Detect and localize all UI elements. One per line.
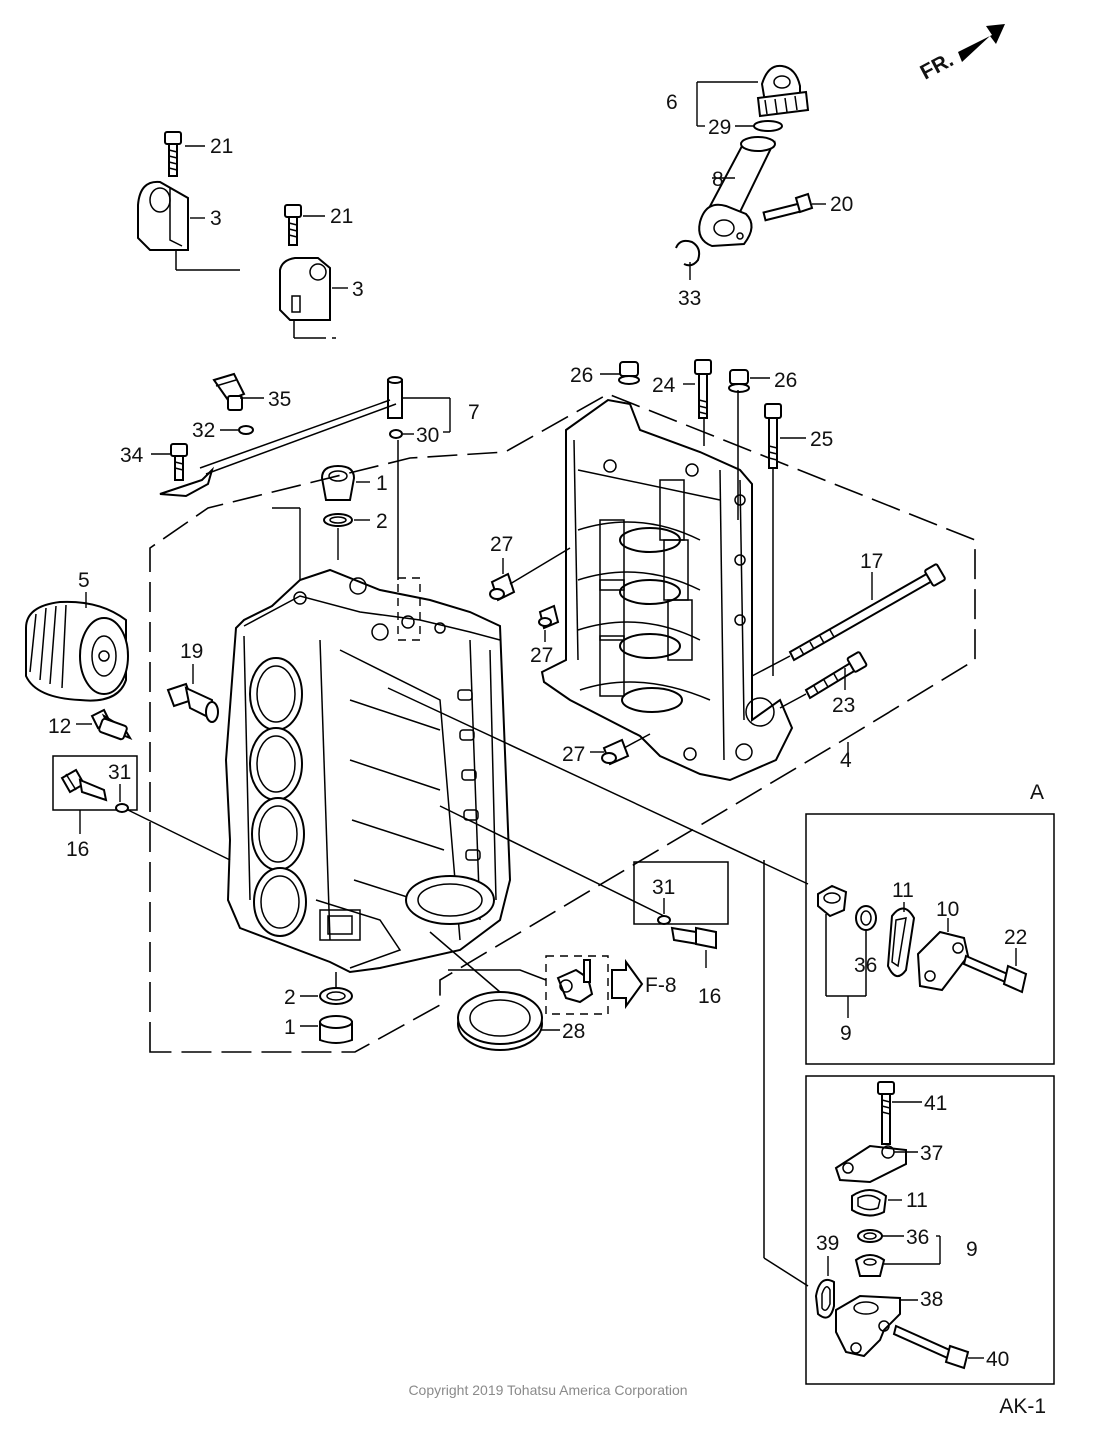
callout-10: 10 [936, 898, 959, 921]
callout-2: 2 [376, 510, 388, 533]
sensor-boss-dashed [397, 577, 421, 641]
callout-4: 4 [840, 749, 852, 772]
callout-24: 24 [652, 374, 676, 397]
callout-31: 31 [108, 761, 131, 784]
drain-plug-bottom [300, 972, 353, 1044]
bracket-assembly-right [279, 204, 348, 339]
callout-33: 33 [678, 287, 701, 310]
callout-39: 39 [816, 1232, 839, 1255]
callout-27: 27 [490, 533, 513, 556]
callout-36: 36 [854, 954, 877, 977]
callout-11: 11 [906, 1189, 928, 1212]
callout-21: 21 [330, 205, 353, 228]
callout-41: 41 [924, 1092, 947, 1115]
callout-3: 3 [210, 207, 222, 230]
dowel-pins [489, 547, 651, 766]
direction-label: FR. [917, 48, 958, 84]
sensor-16-right [439, 805, 729, 968]
callout-2: 2 [284, 986, 296, 1009]
crankcase [540, 398, 794, 782]
callout-38: 38 [920, 1288, 943, 1311]
oil-seal [429, 931, 560, 1051]
callout-8: 8 [712, 168, 724, 191]
leader-main-to-detail [387, 687, 809, 885]
callout-1: 1 [284, 1016, 296, 1039]
sensor-12 [76, 708, 133, 741]
callout-1: 1 [376, 472, 388, 495]
callout-32: 32 [192, 419, 215, 442]
callout-20: 20 [830, 193, 853, 216]
bracket-assembly-left [137, 131, 240, 271]
sensor-16-left [52, 755, 231, 861]
callout-22: 22 [1004, 926, 1027, 949]
detail-b-box [805, 1075, 1055, 1385]
callout-12: 12 [48, 715, 71, 738]
callout-31: 31 [652, 876, 675, 899]
oil-filter [25, 592, 129, 702]
callout-37: 37 [920, 1142, 943, 1165]
callout-9: 9 [840, 1022, 852, 1045]
callout-25: 25 [810, 428, 833, 451]
callout-6: 6 [666, 91, 678, 114]
callout-23: 23 [832, 694, 855, 717]
callout-7: 7 [468, 401, 480, 424]
callout-40: 40 [986, 1348, 1009, 1371]
ref-label: F-8 [645, 974, 677, 997]
callout-17: 17 [860, 550, 883, 573]
reference-f8: F-8 [448, 955, 677, 1015]
drain-plug-top [320, 464, 370, 527]
callout-labels: 21 3 21 3 6 29 8 20 33 35 7 32 30 34 1 2… [48, 91, 1027, 1371]
callout-21: 21 [210, 135, 233, 158]
callout-28: 28 [562, 1020, 585, 1043]
callout-29: 29 [708, 116, 731, 139]
callout-34: 34 [120, 444, 144, 467]
callout-3: 3 [352, 278, 364, 301]
callout-27: 27 [530, 644, 553, 667]
callout-5: 5 [78, 569, 90, 592]
callout-16: 16 [698, 985, 721, 1008]
callout-11: 11 [892, 879, 914, 902]
oil-filler-assembly [675, 64, 826, 280]
page-code: AK-1 [999, 1395, 1046, 1418]
front-direction-arrow: FR. [917, 24, 1005, 84]
callout-36: 36 [906, 1226, 929, 1249]
callout-26: 26 [774, 369, 797, 392]
callout-9: 9 [966, 1238, 978, 1261]
callout-27: 27 [562, 743, 585, 766]
detail-a-box: A [805, 781, 1055, 1065]
callout-30: 30 [416, 424, 439, 447]
callout-16: 16 [66, 838, 89, 861]
callout-35: 35 [268, 388, 291, 411]
callout-26: 26 [570, 364, 593, 387]
callout-19: 19 [180, 640, 203, 663]
copyright-notice: Copyright 2019 Tohatsu America Corporati… [408, 1382, 688, 1398]
long-bolts [751, 563, 946, 709]
oil-pipe-assembly [151, 372, 451, 498]
crankcase-fasteners [600, 359, 806, 676]
detail-a-label: A [1030, 781, 1044, 804]
cylinder-block [224, 568, 512, 974]
union-fitting [166, 664, 219, 723]
cylinder-block-boundary [149, 393, 976, 1053]
